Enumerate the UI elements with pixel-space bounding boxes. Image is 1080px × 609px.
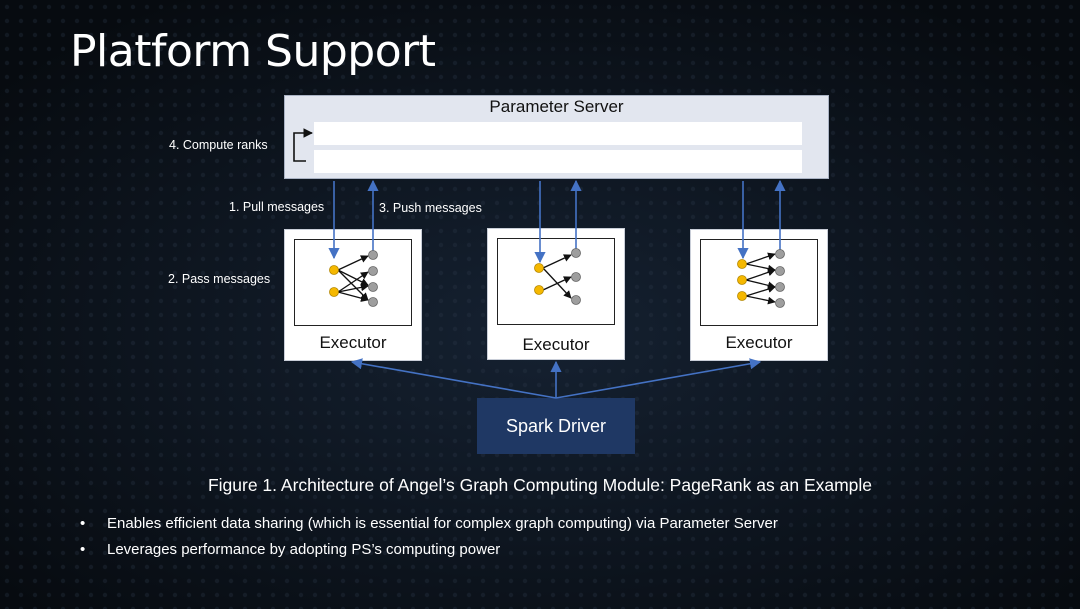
bullet-text-2: Leverages performance by adopting PS’s c… <box>107 541 501 558</box>
executor-graph-panel-1 <box>294 239 412 326</box>
executor-label-2: Executor <box>522 335 590 354</box>
bullet-item-1: • Enables efficient data sharing (which … <box>80 515 778 532</box>
step-pull-messages-label: 1. Pull messages <box>229 200 325 214</box>
parameter-server-row-1 <box>314 122 802 145</box>
executor-graph-panel-3 <box>700 239 818 326</box>
executor-label-1: Executor <box>319 333 387 352</box>
parameter-server-row-2 <box>314 150 802 173</box>
executor-graph-panel-2 <box>497 238 615 325</box>
bullet-marker-1: • <box>80 515 86 532</box>
step-pass-messages-label: 2. Pass messages <box>168 272 271 286</box>
bullet-list: • Enables efficient data sharing (which … <box>80 515 778 567</box>
executor-box-3: Executor <box>690 229 828 361</box>
bullet-marker-2: • <box>80 541 86 558</box>
figure-caption: Figure 1. Architecture of Angel’s Graph … <box>207 475 873 495</box>
step-push-messages-label: 3. Push messages <box>379 201 482 215</box>
executor-box-1: Executor <box>284 229 422 361</box>
executor-box-2: Executor <box>487 228 625 360</box>
spark-driver-box: Spark Driver <box>477 398 635 454</box>
bullet-item-2: • Leverages performance by adopting PS’s… <box>80 541 778 558</box>
bullet-text-1: Enables efficient data sharing (which is… <box>107 515 778 532</box>
parameter-server-title: Parameter Server <box>489 97 624 116</box>
slide-title: Platform Support <box>70 26 436 77</box>
executor-label-3: Executor <box>725 333 793 352</box>
step-compute-ranks-label: 4. Compute ranks <box>169 138 268 152</box>
